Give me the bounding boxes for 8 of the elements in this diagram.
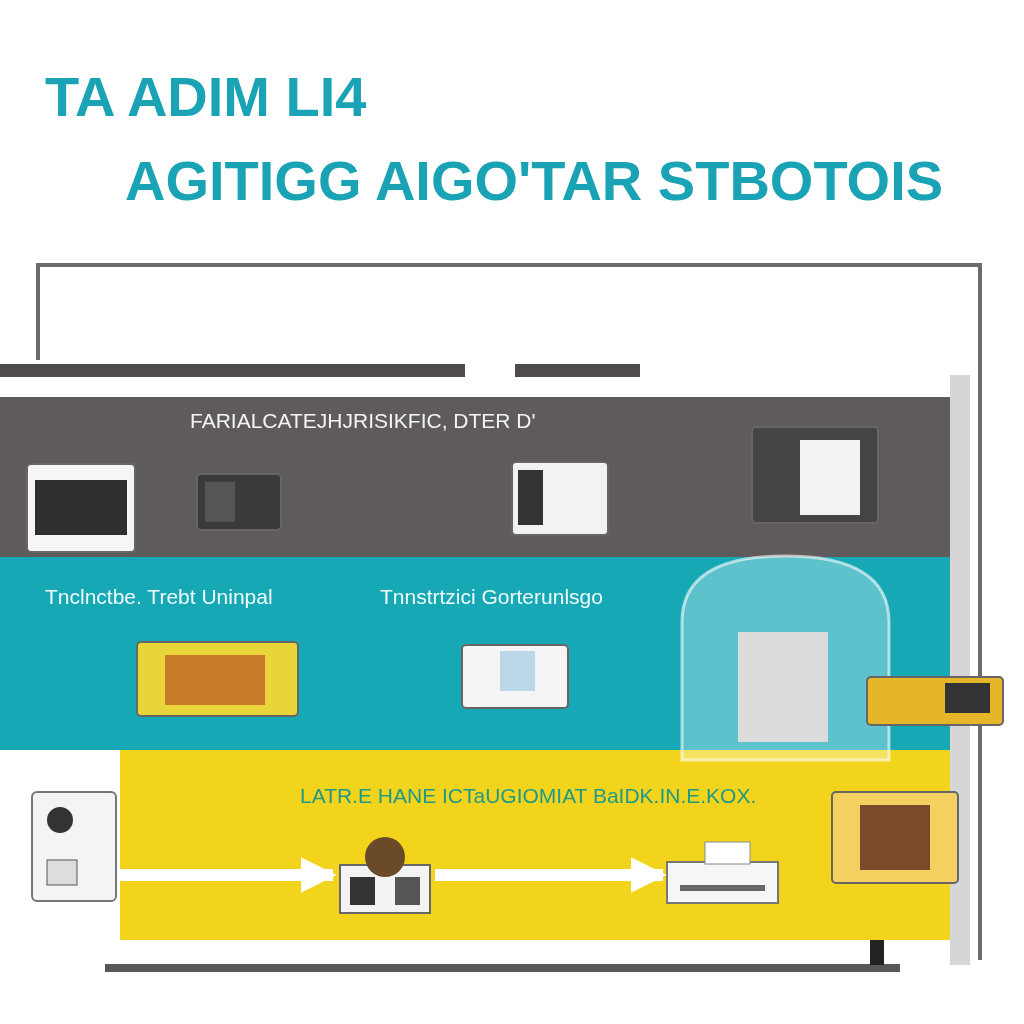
arrow bbox=[435, 857, 667, 893]
title: TA ADIM LI4 AGITIGG AIGO'TAR STBOTOIS bbox=[45, 64, 945, 214]
band-heading: LATR.E HANE ICTaUGIOMIAT BaIDK.IN.E.KOX. bbox=[300, 784, 757, 808]
printer-drawing bbox=[665, 840, 780, 905]
band-heading: Tnnstrtzici Gorterunlsgo bbox=[380, 585, 603, 609]
arrow bbox=[120, 857, 337, 893]
band-heading: FARIALCATEJHJRISIKFIC, DTER D' bbox=[190, 409, 536, 433]
band-heading: Tnclnctbe. Trebt Uninpal bbox=[45, 585, 273, 609]
